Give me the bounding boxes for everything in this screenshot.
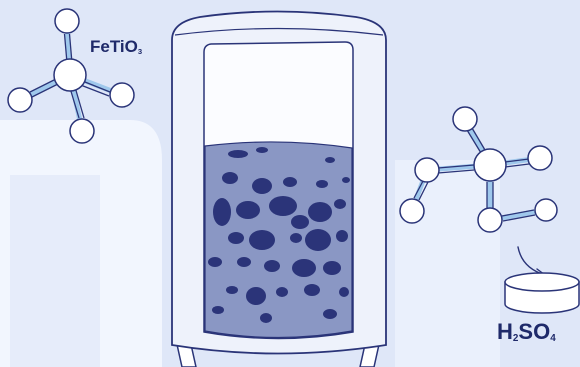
h2so4-so-subscript: 4: [550, 333, 556, 345]
mineral-particles: [208, 147, 350, 323]
h2so4-h: H: [497, 319, 513, 344]
h2so4-formula-label: H2SO4: [497, 319, 556, 345]
highlight-panel-inner: [10, 175, 100, 367]
fetio3-subscript: 3: [137, 46, 143, 56]
highlight-panel-right: [395, 160, 500, 367]
h2so4-so: SO: [518, 319, 551, 344]
tablet-icon: [504, 272, 580, 314]
molecule-right: [399, 106, 558, 233]
h2so4-h-subscript: 2: [512, 333, 519, 345]
reaction-vessel-icon: [171, 10, 387, 367]
fetio3-formula-label: FeTiO3: [90, 38, 142, 55]
molecule-left: [7, 8, 135, 144]
fetio3-main: FeTiO: [90, 37, 138, 56]
